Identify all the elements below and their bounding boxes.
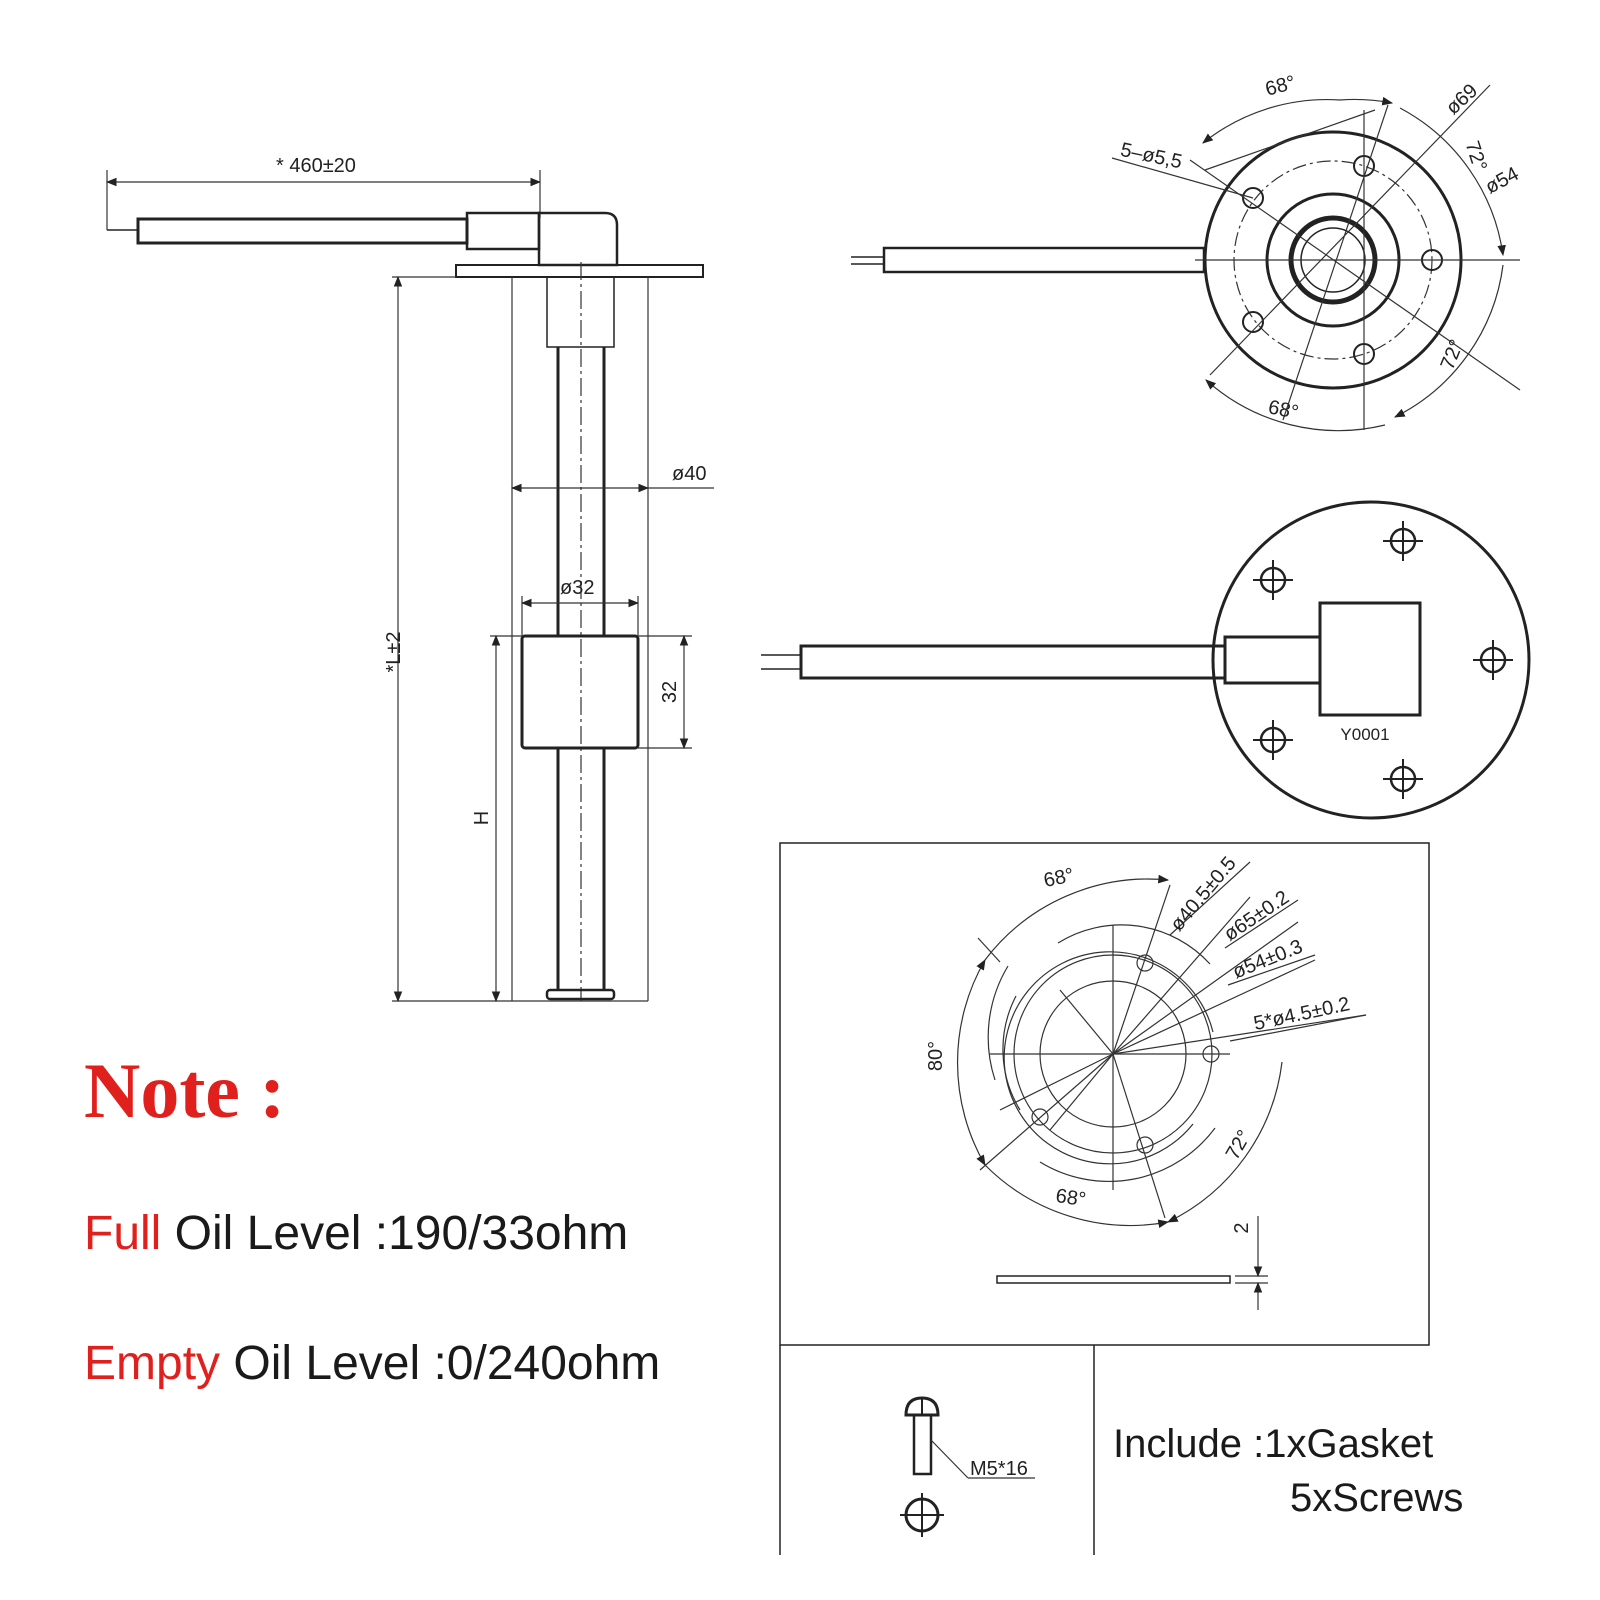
note-title: Note : bbox=[84, 1047, 286, 1134]
tube-diameter-label: ø40 bbox=[672, 463, 706, 485]
include-line-2: 5xScrews bbox=[1290, 1476, 1464, 1520]
top-angle-right-bottom-label: 72° bbox=[1437, 337, 1469, 373]
cutout-frame bbox=[779, 842, 1430, 1346]
gasket bbox=[996, 1275, 1231, 1284]
bottom-cable bbox=[799, 644, 1227, 680]
cutout-angle-left-label: 80° bbox=[925, 1041, 947, 1071]
screw-panel: M5*16 bbox=[779, 1345, 1095, 1555]
cutout-outer-diameter-label: ø65±0.2 bbox=[1220, 886, 1293, 945]
stem-foot bbox=[545, 988, 616, 1001]
float-position-label: H bbox=[471, 811, 493, 825]
full-level-value: Oil Level :190/33ohm bbox=[161, 1207, 629, 1260]
top-angle-right-top-label: 72° bbox=[1461, 138, 1491, 174]
cutout-angle-right-label: 72° bbox=[1222, 1126, 1256, 1163]
screw-shank bbox=[912, 1413, 933, 1476]
cutout-panel: 68° ø40.5±0.5 ø65±0.2 ø54±0.3 5*ø4.5±0.2… bbox=[779, 842, 1430, 1346]
include-line-1: Include :1xGasket bbox=[1113, 1422, 1434, 1466]
cutout-holes-label: 5*ø4.5±0.2 bbox=[1252, 993, 1352, 1035]
cutout-bolt-circle-label: ø54±0.3 bbox=[1230, 936, 1306, 984]
bottom-housing bbox=[1318, 601, 1422, 717]
top-angle-top-label: 68° bbox=[1263, 72, 1298, 101]
float bbox=[520, 634, 640, 750]
top-bolt-circle-label: ø54 bbox=[1482, 163, 1523, 199]
top-flange-diameter-label: ø69 bbox=[1442, 80, 1482, 119]
bottom-mounting-holes bbox=[1253, 521, 1513, 799]
side-view: * 460±20 *L±2 H bbox=[105, 155, 714, 1003]
float-diameter-label: ø32 bbox=[560, 577, 594, 599]
top-view: 68° ø69 5–ø5,5 72° ø54 72° 68° bbox=[851, 72, 1523, 432]
bottom-view: Y0001 bbox=[761, 500, 1531, 820]
empty-level-note: Empty Oil Level :0/240ohm bbox=[84, 1340, 660, 1388]
bottom-flange bbox=[1211, 500, 1531, 820]
empty-word: Empty bbox=[84, 1337, 221, 1390]
cutout-angle-bottom-label: 68° bbox=[1054, 1185, 1087, 1211]
bottom-cable-boot bbox=[1223, 635, 1322, 685]
model-code-label: Y0001 bbox=[1340, 725, 1389, 744]
full-word: Full bbox=[84, 1207, 162, 1260]
cutout-angle-top-label: 68° bbox=[1042, 864, 1076, 892]
cable bbox=[136, 217, 469, 245]
mounting-flange bbox=[455, 264, 704, 278]
empty-level-value: Oil Level :0/240ohm bbox=[220, 1337, 661, 1390]
screw-size-label: M5*16 bbox=[970, 1458, 1028, 1480]
stem-length-label: *L±2 bbox=[383, 631, 405, 672]
cable-boot bbox=[465, 211, 541, 251]
top-angle-bottom-label: 68° bbox=[1266, 396, 1300, 424]
full-level-note: Full Oil Level :190/33ohm bbox=[84, 1210, 628, 1258]
top-cable bbox=[882, 246, 1206, 274]
top-holes-label: 5–ø5,5 bbox=[1119, 139, 1184, 173]
gasket-thickness-label: 2 bbox=[1231, 1222, 1253, 1233]
elbow-housing bbox=[537, 211, 619, 267]
cable-length-label: * 460±20 bbox=[276, 155, 356, 177]
float-height-label: 32 bbox=[659, 681, 681, 703]
